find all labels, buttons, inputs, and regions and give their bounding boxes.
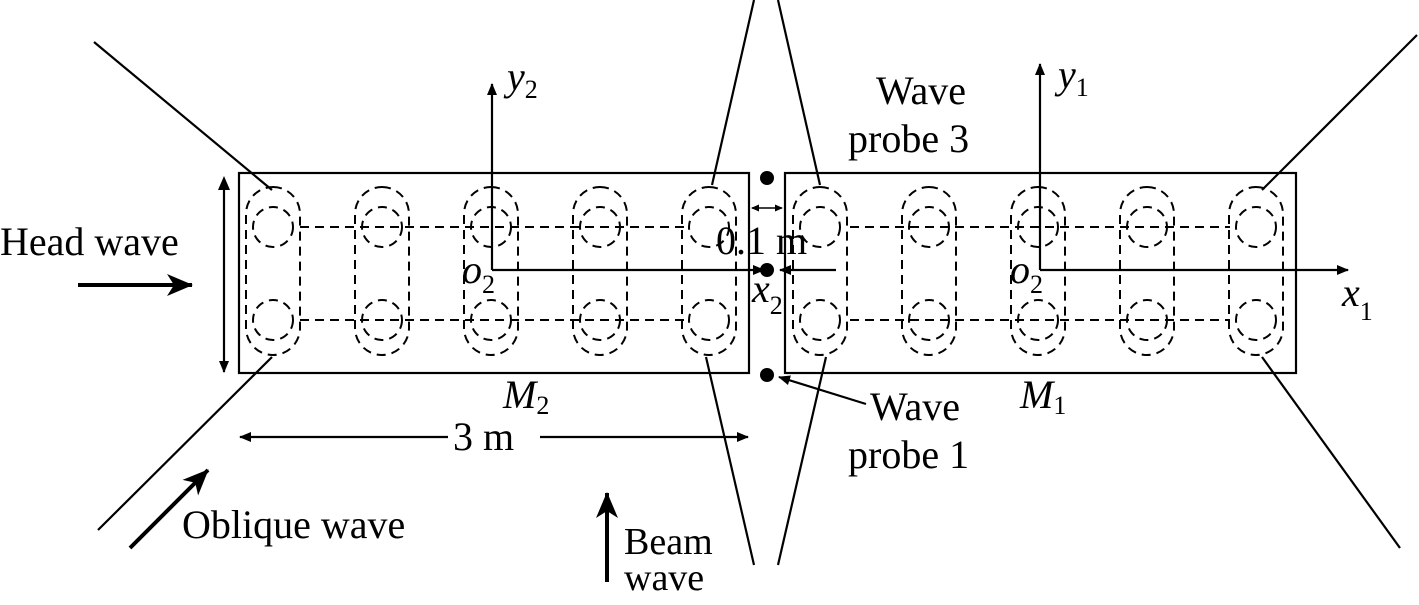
pontoon-column [681,186,737,356]
pontoon-column [1119,186,1175,356]
head-wave-label: Head wave [0,219,179,264]
x1-axis-label: x1 [1341,270,1373,326]
axes-module-1 [1035,63,1349,275]
module-m1-label: M1 [1019,372,1066,420]
wave-probe-3-label-line2: probe 3 [848,116,969,161]
wave-probe-1-pointer [778,375,867,406]
oblique-wave-label: Oblique wave [182,502,405,547]
length-label: 3 m [453,414,514,459]
axes-module-2 [487,83,765,275]
o2-origin-label: o2 [462,247,495,299]
o1-origin-label: o2 [1010,247,1043,299]
pontoon-column [245,186,301,356]
pontoon-column [354,186,410,356]
gap-label: 0.1 m [716,218,807,263]
oblique-wave-arrow [128,468,210,550]
wave-probe-1-label-line2: probe 1 [848,432,969,477]
module-m2-label: M2 [502,372,549,420]
pontoon-column [792,186,848,356]
pontoon-column [572,186,628,356]
x2-axis-label: x2 [751,266,783,320]
y1-axis-label: y1 [1054,52,1089,102]
pontoon-column [1228,186,1284,356]
mooring-lines [93,0,1418,566]
wave-probe-1-label-line1: Wave [870,384,960,429]
wave-probe-1-marker [760,368,774,382]
pontoon-column [1010,186,1066,356]
beam-wave-label-line1: Beam [624,521,713,563]
module-m1 [783,171,1298,375]
y2-axis-label: y2 [503,54,538,104]
wave-probe-3-marker [760,171,774,185]
wave-probe-2-marker [760,263,774,277]
wave-probe-3-label-line1: Wave [876,68,966,113]
beam-wave-label-line2: wave [624,557,704,599]
pontoon-column [901,186,957,356]
